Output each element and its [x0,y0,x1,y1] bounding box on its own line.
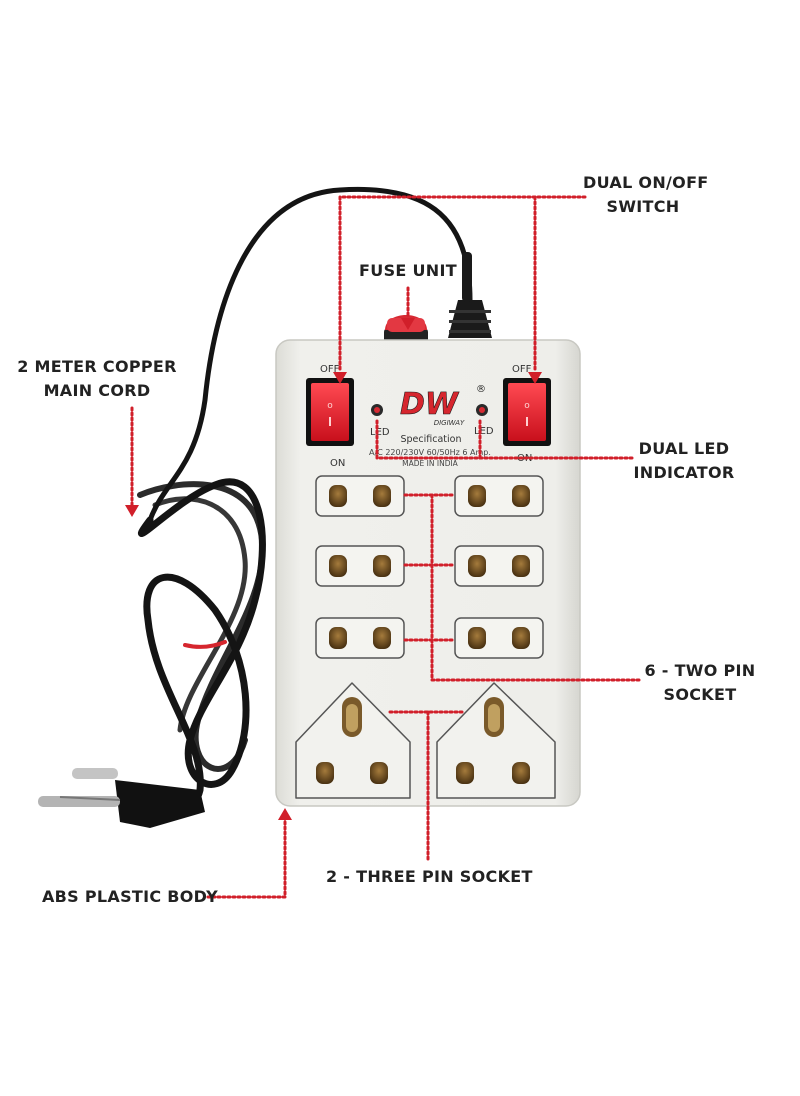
callout-copper-cord-line2: MAIN CORD [43,381,151,400]
callout-copper-cord-line1: 2 METER COPPER [17,357,177,376]
two-pin-socket [315,475,405,517]
callout-abs-body: ABS PLASTIC BODY [42,885,218,909]
two-pin-socket [454,545,544,587]
two-pin-socket [454,617,544,659]
three-pin-socket-left [295,682,411,799]
callout-dual-led: DUAL LED INDICATOR [626,437,742,485]
callout-two-pin-line2: SOCKET [663,685,737,704]
two-pin-socket [315,545,405,587]
brand-registered-mark: ® [476,384,486,395]
socket-hole [373,555,391,577]
leader-lines [130,195,644,899]
callout-dual-switch-line2: SWITCH [606,197,680,216]
callout-two-pin-line1: 6 - TWO PIN [644,661,756,680]
right-led-icon [476,404,488,416]
spec-rating: A/C 220/230V 60/50Hz 6 Amp. [369,448,491,457]
right-switch-icon: o [503,378,551,446]
left-switch-off-label: OFF [320,364,340,375]
callout-fuse-unit: FUSE UNIT [348,259,468,283]
svg-text:o: o [327,401,333,411]
socket-hole [468,555,486,577]
callout-dual-switch-line1: DUAL ON/OFF [583,173,709,192]
two-pin-sockets [315,475,544,659]
socket-hole [468,485,486,507]
socket-hole [329,627,347,649]
left-led-label: LED [370,427,390,438]
socket-hole [373,485,391,507]
callout-dual-switch: DUAL ON/OFF SWITCH [583,171,709,219]
left-led-icon [371,404,383,416]
socket-hole [468,627,486,649]
socket-hole [329,485,347,507]
callout-fuse-unit-line1: FUSE UNIT [359,261,457,280]
socket-hole [373,627,391,649]
left-switch-icon: o [306,378,354,446]
svg-text:o: o [524,401,530,411]
brand-logo: DW [400,387,460,422]
plug-icon [38,768,205,828]
callout-three-pin: 2 - THREE PIN SOCKET [326,865,532,889]
right-led-label: LED [474,426,494,437]
socket-hole [329,555,347,577]
brand-name: DIGIWAY [434,419,465,427]
callout-abs-body-line1: ABS PLASTIC BODY [42,887,218,906]
spec-title: Specification [401,434,462,445]
socket-hole [512,627,530,649]
socket-hole [512,485,530,507]
three-pin-socket-right [436,682,556,799]
two-pin-socket [454,475,544,517]
socket-hole [512,555,530,577]
callout-dual-led-line1: DUAL LED [638,439,730,458]
left-switch-on-label: ON [330,458,345,469]
callout-two-pin: 6 - TWO PIN SOCKET [640,659,760,707]
two-pin-socket [315,617,405,659]
callout-dual-led-line2: INDICATOR [633,463,735,482]
callout-copper-cord: 2 METER COPPER MAIN CORD [14,355,180,403]
power-cord [137,186,473,816]
leader-arrowheads [125,318,542,820]
cord-strain-relief [448,252,492,338]
made-in-label: MADE IN INDIA [402,459,459,468]
right-switch-off-label: OFF [512,364,532,375]
callout-three-pin-line1: 2 - THREE PIN SOCKET [326,867,533,886]
